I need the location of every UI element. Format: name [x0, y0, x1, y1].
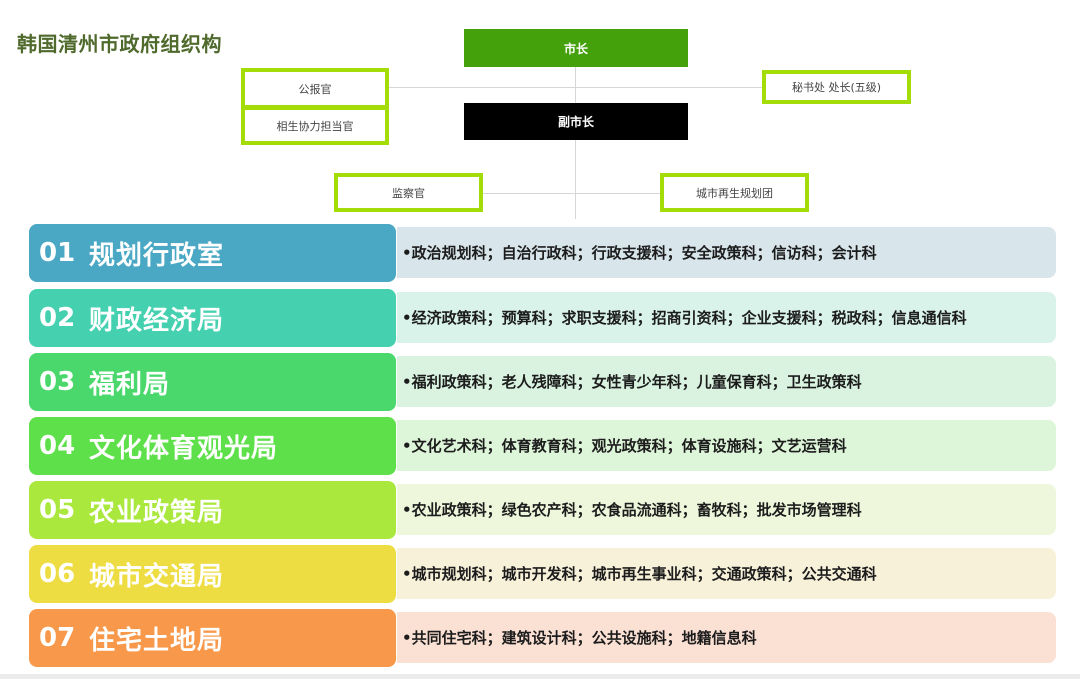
department-name: 财政经济局	[89, 305, 225, 336]
department-number: 06	[39, 559, 76, 589]
secretariat-label: 秘书处 处长(五级)	[791, 81, 882, 94]
department-sections: •经济政策科；预算科；求职支援科；招商引资科；企业支援科；税政科；信息通信科	[397, 292, 1056, 343]
department-number: 01	[39, 238, 76, 268]
cooperation-officer-label: 相生协力担当官	[276, 119, 354, 133]
page-title: 韩国清州市政府组织构	[17, 32, 222, 56]
department-number: 03	[39, 367, 76, 397]
department-name: 城市交通局	[89, 561, 225, 592]
department-name: 文化体育观光局	[89, 433, 279, 464]
department-number: 05	[39, 495, 76, 525]
department-number: 07	[39, 623, 76, 653]
department-sections: •福利政策科；老人残障科；女性青少年科；儿童保育科；卫生政策科	[397, 356, 1056, 407]
mayor-box: 市长	[464, 29, 688, 67]
department-sections: •政治规划科；自治行政科；行政支援科；安全政策科；信访科；会计科	[397, 227, 1056, 278]
connector-horizontal-lower	[482, 193, 660, 194]
department-sections-text: •福利政策科；老人残障科；女性青少年科；儿童保育科；卫生政策科	[402, 373, 862, 391]
department-name: 住宅土地局	[89, 625, 225, 656]
department-sections-text: •经济政策科；预算科；求职支援科；招商引资科；企业支援科；税政科；信息通信科	[402, 309, 967, 327]
department-row: 07 住宅土地局 •共同住宅科；建筑设计科；公共设施科；地籍信息科	[29, 609, 1056, 667]
urban-regeneration-team-box: 城市再生规划团	[660, 173, 809, 212]
department-name: 农业政策局	[89, 497, 225, 528]
department-name: 福利局	[89, 369, 171, 400]
public-relations-officer-label: 公报官	[298, 82, 332, 96]
department-label: 01 规划行政室	[29, 224, 396, 282]
department-number: 04	[39, 431, 76, 461]
secretariat-box: 秘书处 处长(五级)	[762, 70, 911, 104]
department-row: 05 农业政策局 •农业政策科；绿色农产科；农食品流通科；畜牧科；批发市场管理科	[29, 481, 1056, 539]
department-sections: •文化艺术科；体育教育科；观光政策科；体育设施科；文艺运营科	[397, 420, 1056, 471]
department-row: 06 城市交通局 •城市规划科；城市开发科；城市再生事业科；交通政策科；公共交通…	[29, 545, 1056, 603]
department-row: 04 文化体育观光局 •文化艺术科；体育教育科；观光政策科；体育设施科；文艺运营…	[29, 417, 1056, 475]
department-label: 06 城市交通局	[29, 545, 396, 603]
department-sections-text: •城市规划科；城市开发科；城市再生事业科；交通政策科；公共交通科	[402, 565, 877, 583]
department-label: 02 财政经济局	[29, 289, 396, 347]
audit-officer-label: 监察官	[392, 186, 425, 200]
audit-officer-box: 监察官	[334, 173, 483, 212]
department-row: 02 财政经济局 •经济政策科；预算科；求职支援科；招商引资科；企业支援科；税政…	[29, 289, 1056, 347]
department-sections: •城市规划科；城市开发科；城市再生事业科；交通政策科；公共交通科	[397, 548, 1056, 599]
department-label: 03 福利局	[29, 353, 396, 411]
vice-mayor-box: 副市长	[464, 103, 688, 140]
department-label: 04 文化体育观光局	[29, 417, 396, 475]
department-label: 07 住宅土地局	[29, 609, 396, 667]
connector-horizontal-upper	[389, 87, 763, 88]
footer-divider	[0, 674, 1080, 679]
connector-vertical	[575, 67, 576, 219]
urban-regeneration-team-label: 城市再生规划团	[696, 186, 773, 200]
department-sections-text: •共同住宅科；建筑设计科；公共设施科；地籍信息科	[402, 629, 757, 647]
department-sections-text: •农业政策科；绿色农产科；农食品流通科；畜牧科；批发市场管理科	[402, 501, 862, 519]
department-label: 05 农业政策局	[29, 481, 396, 539]
cooperation-officer-box: 相生协力担当官	[241, 106, 389, 145]
vice-mayor-label: 副市长	[557, 115, 594, 129]
mayor-label: 市长	[563, 41, 588, 56]
department-name: 规划行政室	[89, 240, 225, 271]
department-row: 03 福利局 •福利政策科；老人残障科；女性青少年科；儿童保育科；卫生政策科	[29, 353, 1056, 411]
department-row: 01 规划行政室 •政治规划科；自治行政科；行政支援科；安全政策科；信访科；会计…	[29, 224, 1056, 282]
department-sections-text: •政治规划科；自治行政科；行政支援科；安全政策科；信访科；会计科	[402, 244, 877, 262]
department-sections: •共同住宅科；建筑设计科；公共设施科；地籍信息科	[397, 612, 1056, 663]
department-sections: •农业政策科；绿色农产科；农食品流通科；畜牧科；批发市场管理科	[397, 484, 1056, 535]
public-relations-officer-box: 公报官	[241, 68, 389, 109]
department-sections-text: •文化艺术科；体育教育科；观光政策科；体育设施科；文艺运营科	[402, 437, 847, 455]
department-number: 02	[39, 303, 76, 333]
